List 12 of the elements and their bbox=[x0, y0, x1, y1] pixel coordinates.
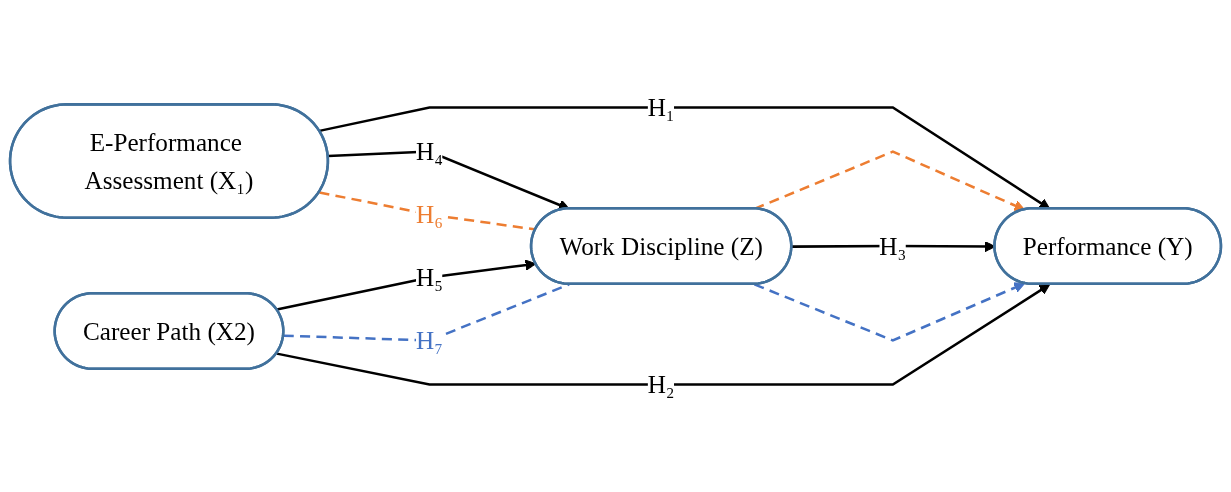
edge-label: H₁ bbox=[647, 93, 675, 122]
edge-label: H₇ bbox=[416, 326, 443, 355]
edge-label: H₅ bbox=[416, 263, 443, 292]
edge-label: H₄ bbox=[416, 137, 443, 166]
connector bbox=[319, 191, 536, 231]
arrow bbox=[753, 282, 1026, 342]
arrow bbox=[319, 106, 1051, 210]
edge-label: H₂ bbox=[647, 370, 675, 399]
edge-label: H₃ bbox=[879, 232, 907, 260]
arrow bbox=[276, 283, 1051, 386]
connector bbox=[283, 283, 570, 342]
edge-label: H₆ bbox=[416, 200, 443, 229]
